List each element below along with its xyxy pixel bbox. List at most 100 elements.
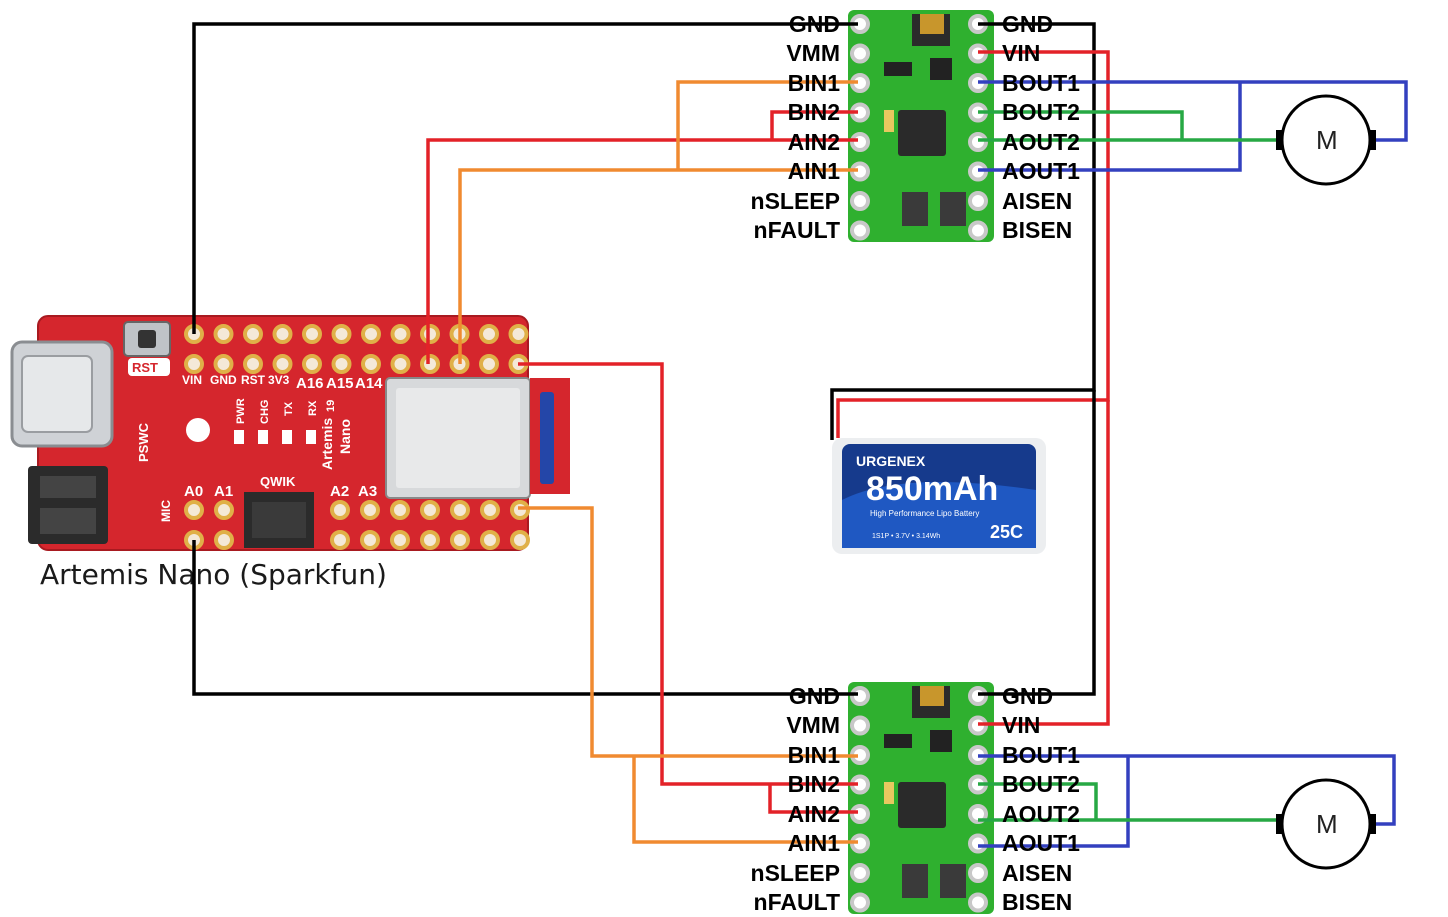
- board-pin-hole: [214, 530, 234, 550]
- wire-board-to-bottom-bin2: [518, 362, 858, 786]
- board-pin-hole: [479, 324, 499, 344]
- wire-gnd-bottom-right: [978, 390, 1096, 696]
- top-left-pin-6: AIN1: [788, 158, 841, 184]
- silk-chg: CHG: [259, 400, 271, 424]
- top-left-pin-3: BIN1: [788, 70, 841, 96]
- bottom-left-pin-2: VMM: [786, 712, 840, 738]
- driver-pin-hole: [968, 686, 988, 706]
- board-pin-hole: [243, 324, 263, 344]
- top-left-pin-4: BIN2: [788, 99, 840, 125]
- silk-pswc: PSWC: [136, 422, 151, 462]
- driver-pin-hole: [968, 804, 988, 824]
- bottom-right-pin-6: AOUT1: [1002, 830, 1080, 856]
- top-right-pin-8: BISEN: [1002, 217, 1072, 243]
- board-pin-hole: [510, 530, 530, 550]
- board-pin-hole: [450, 500, 470, 520]
- board-pin-hole: [302, 354, 322, 374]
- board-pin-hole: [508, 324, 529, 344]
- driver-pin-hole: [968, 833, 988, 854]
- top-left-pin-1: GND: [789, 11, 840, 37]
- silk-tx: TX: [283, 401, 295, 416]
- board-pin-hole: [330, 530, 350, 550]
- bottom-right-pin-2: VIN: [1002, 712, 1040, 738]
- driver-pin-hole: [968, 191, 988, 211]
- bottom-right-pin-1: GND: [1002, 683, 1053, 709]
- board-pin-hole: [390, 500, 410, 520]
- driver-pin-hole: [850, 892, 870, 913]
- driver-pin-hole: [968, 132, 988, 152]
- wire-top-bin1-jumper: [676, 80, 858, 170]
- silk-a15: A15: [326, 375, 354, 392]
- top-driver-left-labels: GND VMM BIN1 BIN2 AIN2 AIN1 nSLEEP nFAUL…: [751, 11, 841, 243]
- silk-rst-badge: RST: [132, 360, 158, 375]
- wire-vin-bottom: [978, 400, 1110, 726]
- top-left-pin-8: nFAULT: [754, 217, 840, 243]
- board-pin-hole: [450, 530, 470, 550]
- driver-pin-hole: [850, 715, 870, 736]
- board-pin-hole: [361, 324, 381, 344]
- board-pin-hole: [390, 530, 410, 550]
- board-pin-hole: [213, 324, 234, 344]
- battery-brand: URGENEX: [856, 453, 926, 469]
- silk-nano: Nano: [337, 419, 353, 454]
- wire-bottom-aout1-jumper: [978, 756, 1130, 848]
- top-right-pin-7: AISEN: [1002, 188, 1072, 214]
- board-pin-hole: [184, 354, 204, 374]
- top-driver-right-labels: GND VIN BOUT1 BOUT2 AOUT2 AOUT1 AISEN BI…: [1002, 11, 1080, 243]
- wire-top-bout1-motor: [978, 80, 1408, 142]
- driver-pin-hole: [850, 191, 870, 211]
- board-pin-hole: [360, 500, 380, 520]
- silk-mic: MIC: [159, 500, 173, 522]
- top-right-pin-2: VIN: [1002, 40, 1040, 66]
- board-pin-hole: [302, 324, 322, 344]
- wire-bottom-ain2-jumper: [768, 784, 858, 814]
- battery-spec: 1S1P • 3.7V • 3.14Wh: [872, 533, 940, 540]
- board-pin-hole: [272, 324, 293, 344]
- silk-19: 19: [325, 400, 337, 412]
- bottom-left-pin-7: nSLEEP: [751, 860, 840, 886]
- top-left-pin-2: VMM: [786, 40, 840, 66]
- driver-pin-hole: [968, 863, 988, 883]
- board-pin-hole: [272, 354, 293, 374]
- bottom-right-pin-4: BOUT2: [1002, 771, 1080, 797]
- driver-pin-hole: [850, 220, 870, 241]
- silk-a2: A2: [330, 483, 349, 500]
- silk-rx: RX: [307, 400, 319, 416]
- driver-pin-hole: [850, 804, 870, 824]
- silk-qwik: QWIK: [260, 474, 296, 489]
- silk-a0: A0: [184, 483, 203, 500]
- battery-rating: 25C: [990, 522, 1023, 542]
- board-pin-hole: [184, 500, 204, 520]
- top-right-pin-1: GND: [1002, 11, 1053, 37]
- bottom-left-pin-6: AIN1: [788, 830, 841, 856]
- silk-gnd: GND: [210, 373, 237, 387]
- board-pin-hole: [214, 500, 234, 520]
- motor-bottom-label: M: [1316, 809, 1338, 839]
- driver-pin-hole: [850, 863, 870, 883]
- board-pin-hole: [420, 324, 440, 344]
- board-pin-hole: [420, 530, 440, 550]
- wire-top-bout2-jumper: [978, 110, 1184, 140]
- battery-capacity: 850mAh: [866, 470, 998, 508]
- silk-3v3: 3V3: [268, 373, 290, 387]
- wire-a14-to-top-ain2: [426, 138, 858, 364]
- bottom-left-pin-8: nFAULT: [754, 889, 840, 915]
- silk-vin: VIN: [182, 373, 202, 387]
- board-pin-hole: [213, 354, 234, 374]
- motor-driver-bottom: [848, 682, 994, 914]
- silk-artemis: Artemis: [319, 418, 335, 470]
- bottom-left-pin-5: AIN2: [788, 801, 840, 827]
- board-pin-hole: [420, 500, 440, 520]
- wire-bottom-bout2-jumper: [978, 782, 1098, 820]
- board-pin-hole: [390, 324, 411, 344]
- silk-a3: A3: [358, 483, 377, 500]
- top-right-pin-3: BOUT1: [1002, 70, 1080, 96]
- wire-top-aout1-jumper: [978, 82, 1242, 172]
- bottom-driver-right-labels: GND VIN BOUT1 BOUT2 AOUT2 AOUT1 AISEN BI…: [1002, 683, 1080, 915]
- bottom-left-pin-4: BIN2: [788, 771, 840, 797]
- motor-bottom: M: [1276, 778, 1376, 870]
- board-pin-hole: [361, 354, 381, 374]
- silk-a16: A16: [296, 375, 324, 392]
- artemis-nano-board: RST VIN GND RST 3V3 A16 A15 A14 PSWC PWR…: [10, 315, 570, 551]
